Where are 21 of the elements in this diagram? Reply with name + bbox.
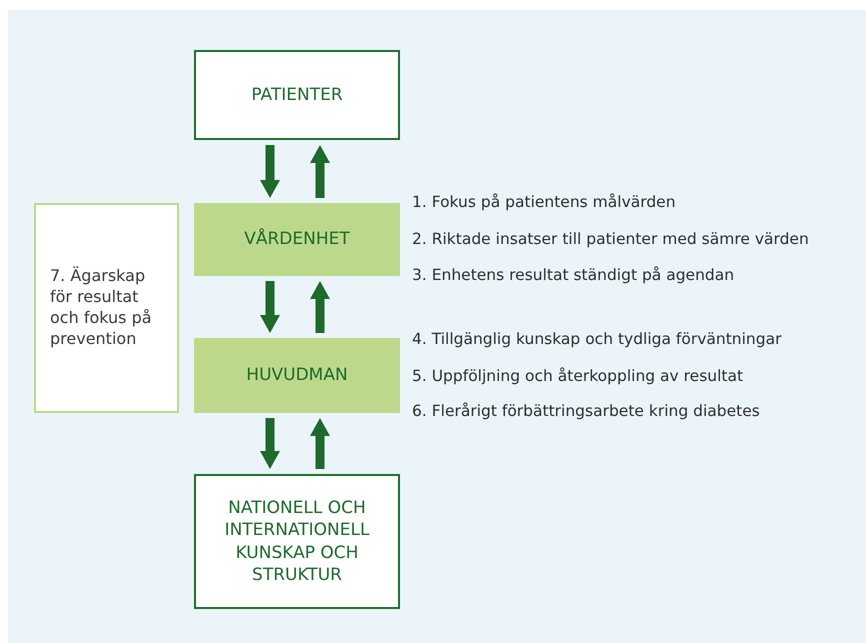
arrow: [310, 418, 330, 469]
process-box: [194, 338, 400, 413]
process-box: [194, 50, 400, 140]
list-item: 6. Flerårigt förbättringsarbete kring diabetes: [412, 402, 760, 420]
node-label: PATIENTER: [251, 84, 343, 106]
arrow: [260, 145, 280, 198]
list-item: 1. Fokus på patientens målvärden: [412, 193, 676, 211]
list-item: 3. Enhetens resultat ständigt på agendan: [412, 266, 734, 284]
node-label: HUVUDMAN: [246, 364, 348, 387]
process-box: [194, 203, 400, 276]
list-item: 2. Riktade insatser till patienter med sämre värden: [412, 230, 809, 248]
node-label: 7. Ägarskap för resultat och fokus på prevention: [50, 266, 153, 350]
arrow: [310, 281, 330, 333]
node-label: NATIONELL OCH INTERNATIONELL KUNSKAP OCH STRUKTUR: [224, 497, 370, 586]
list-item: 4. Tillgänglig kunskap och tydliga förväntningar: [412, 330, 782, 348]
arrow: [310, 145, 330, 198]
note-box: [34, 203, 179, 413]
arrow: [260, 418, 280, 469]
process-box: [194, 474, 400, 609]
arrow: [260, 281, 280, 333]
node-label: VÅRDENHET: [244, 228, 350, 251]
